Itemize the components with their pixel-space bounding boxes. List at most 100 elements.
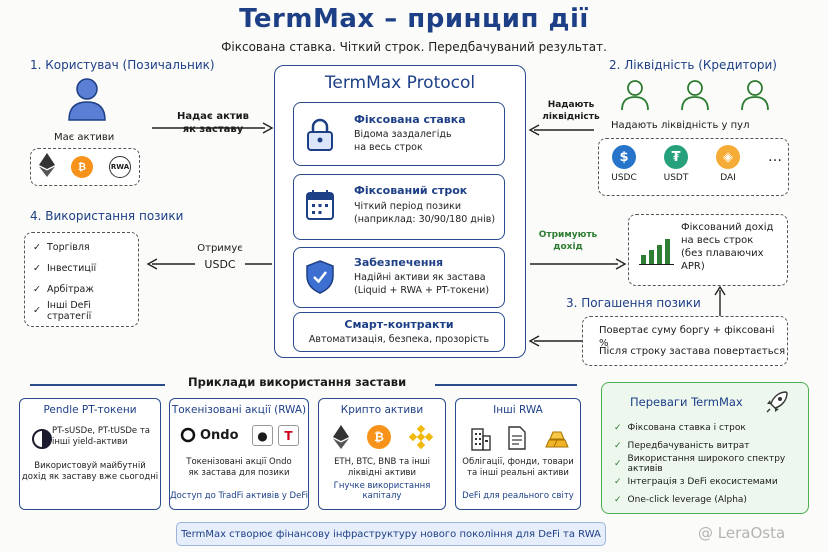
example-title: Інші RWA [493, 404, 543, 416]
bar-chart-icon [639, 237, 675, 269]
rwa-icon: RWA [109, 156, 131, 178]
check-icon: ✓ [614, 495, 622, 505]
feature-desc: Чіткий період позики (наприклад: 30/90/1… [354, 201, 496, 225]
example-tokenized-stocks: Токенізовані акції (RWA) Ondo ● T Токені… [169, 398, 309, 510]
protocol-title: TermMax Protocol [324, 73, 476, 93]
income-text: Фіксований дохід на весь строк (без плав… [681, 222, 774, 272]
usdt-icon: ₮ [664, 145, 688, 169]
check-icon: ✓ [33, 284, 41, 295]
page-subtitle: Фіксована ставка. Чіткий строк. Передбач… [221, 40, 607, 54]
example-text: Облігації, фонди, товари та інші реальні… [462, 457, 574, 479]
check-icon: ✓ [33, 242, 41, 253]
shield-icon [306, 260, 334, 298]
bitcoin-icon: ₿ [367, 425, 391, 449]
repayment-arrow [528, 335, 582, 347]
collateral-arrow-label: Надає актив як заставу [176, 111, 250, 135]
example-title: Токенізовані акції (RWA) [171, 404, 307, 416]
feature-smart-contracts: Смарт-контракти Автоматизація, безпека, … [293, 312, 505, 352]
income-arrow-label: Отримують дохід [538, 230, 598, 252]
check-icon: ✓ [33, 305, 41, 316]
check-icon: ✓ [33, 263, 41, 274]
check-icon: ✓ [614, 423, 622, 433]
repayment-line: Після строку застава повертається [599, 346, 786, 357]
advantage-item: ✓Використання широкого спектру активів [614, 454, 786, 474]
footer-banner: TermMax створює фінансову інфраструктуру… [176, 522, 606, 546]
advantage-item: ✓One-click leverage (Alpha) [614, 495, 747, 505]
example-foot: Доступ до TradFi активів у DeFi [170, 491, 308, 501]
lender-person-icon [741, 80, 769, 111]
lender-group [620, 79, 770, 111]
examples-heading: Приклади використання застави [188, 375, 407, 389]
feature-desc: Автоматизація, безпека, прозорість [308, 334, 490, 345]
coin-dai: ◈ DAI [713, 145, 743, 185]
feature-title: Фіксована ставка [354, 113, 466, 126]
building-icon [471, 428, 491, 451]
example-text: ETH, BTC, BNB та інші ліквідні активи [334, 457, 430, 479]
check-icon: ✓ [614, 441, 622, 451]
liquidity-heading: 2. Ліквідність (Кредитори) [609, 58, 777, 72]
check-icon: ✓ [614, 459, 622, 469]
list-item: ✓Торгівля [33, 242, 90, 253]
dai-icon: ◈ [716, 145, 740, 169]
ethereum-icon [333, 425, 349, 449]
example-crypto: Крипто активи ₿ ETH, BTC, BNB та інші лі… [318, 398, 446, 510]
list-item: ✓Арбітраж [33, 284, 94, 295]
feature-desc: Відома заздалегідь на весь строк [354, 129, 452, 153]
list-item: ✓Інвестиції [33, 263, 97, 274]
example-text: PT-sUSDe, PT-tUSDe та інші yield-активи [52, 426, 151, 448]
document-icon [508, 426, 526, 450]
borrower-heading: 1. Користувач (Позичальник) [30, 58, 215, 72]
divider [435, 384, 577, 386]
pendle-icon [32, 427, 52, 455]
example-title: Крипто активи [340, 404, 424, 416]
example-foot: DeFi для реального світу [462, 491, 574, 501]
check-icon: ✓ [614, 477, 622, 487]
example-foot: Гнучке використання капіталу [333, 481, 431, 501]
watermark: @ LeraOsta [698, 524, 786, 542]
loan-use-heading: 4. Використання позики [30, 209, 184, 223]
coins-box: $ USDC ₮ USDT ◈ DAI … [598, 138, 789, 196]
coin-usdt: ₮ USDT [661, 145, 691, 185]
receives-value: USDC [195, 258, 245, 271]
ethereum-icon [39, 153, 55, 181]
lock-icon [306, 117, 334, 155]
example-text: Токенізовані акції Ondo як застава для п… [186, 457, 292, 479]
page-title: TermMax – принцип дії [239, 4, 589, 34]
repayment-line: Повертає суму боргу + фіксовані % [599, 325, 775, 349]
repayment-up-arrow [714, 286, 726, 316]
repayment-box: Повертає суму боргу + фіксовані % Після … [582, 316, 788, 366]
bnb-icon [409, 425, 433, 449]
feature-desc: Надійні активи як застава (Liquid + RWA … [354, 272, 490, 296]
borrower-person-icon [66, 76, 108, 126]
income-box: Фіксований дохід на весь строк (без плав… [628, 214, 788, 286]
example-note: Використовуй майбутній дохід як заставу … [21, 461, 159, 483]
coin-label: DAI [720, 173, 736, 183]
protocol-box: TermMax Protocol Фіксована ставка Відома… [274, 65, 526, 358]
feature-collateral: Забезпечення Надійні активи як застава (… [293, 247, 505, 308]
receives-label: Отримує [197, 243, 243, 254]
lender-person-icon [621, 80, 649, 111]
collateral-arrow [152, 122, 274, 134]
borrower-assets-box: ₿ RWA [30, 148, 140, 186]
ondo-logo: Ondo [180, 427, 239, 443]
calendar-icon [305, 189, 335, 225]
gold-bars-icon [545, 431, 569, 448]
liquidity-provide-label: Надають ліквідність у пул [611, 120, 750, 131]
feature-fixed-term: Фіксований строк Чіткий період позики (н… [293, 174, 505, 240]
repayment-heading: 3. Погашення позики [566, 296, 701, 310]
loan-use-list: ✓Торгівля ✓Інвестиції ✓Арбітраж ✓Інші De… [24, 232, 139, 327]
apple-icon: ● [252, 425, 273, 446]
coin-label: USDC [611, 173, 637, 183]
example-title: Pendle PT-токени [43, 404, 137, 416]
advantages-heading: Переваги TermMax [630, 395, 743, 409]
list-item: ✓Інші DeFi стратегії [33, 299, 92, 322]
tesla-icon: T [278, 425, 299, 446]
example-pendle: Pendle PT-токени PT-sUSDe, PT-tUSDe та і… [19, 398, 161, 510]
coin-label: USDT [663, 173, 689, 183]
feature-fixed-rate: Фіксована ставка Відома заздалегідь на в… [293, 102, 505, 166]
divider [30, 384, 165, 386]
feature-title: Забезпечення [354, 256, 444, 269]
liquidity-arrow [528, 124, 594, 136]
borrower-has-assets: Має активи [54, 132, 115, 143]
feature-title: Фіксований строк [354, 184, 468, 197]
